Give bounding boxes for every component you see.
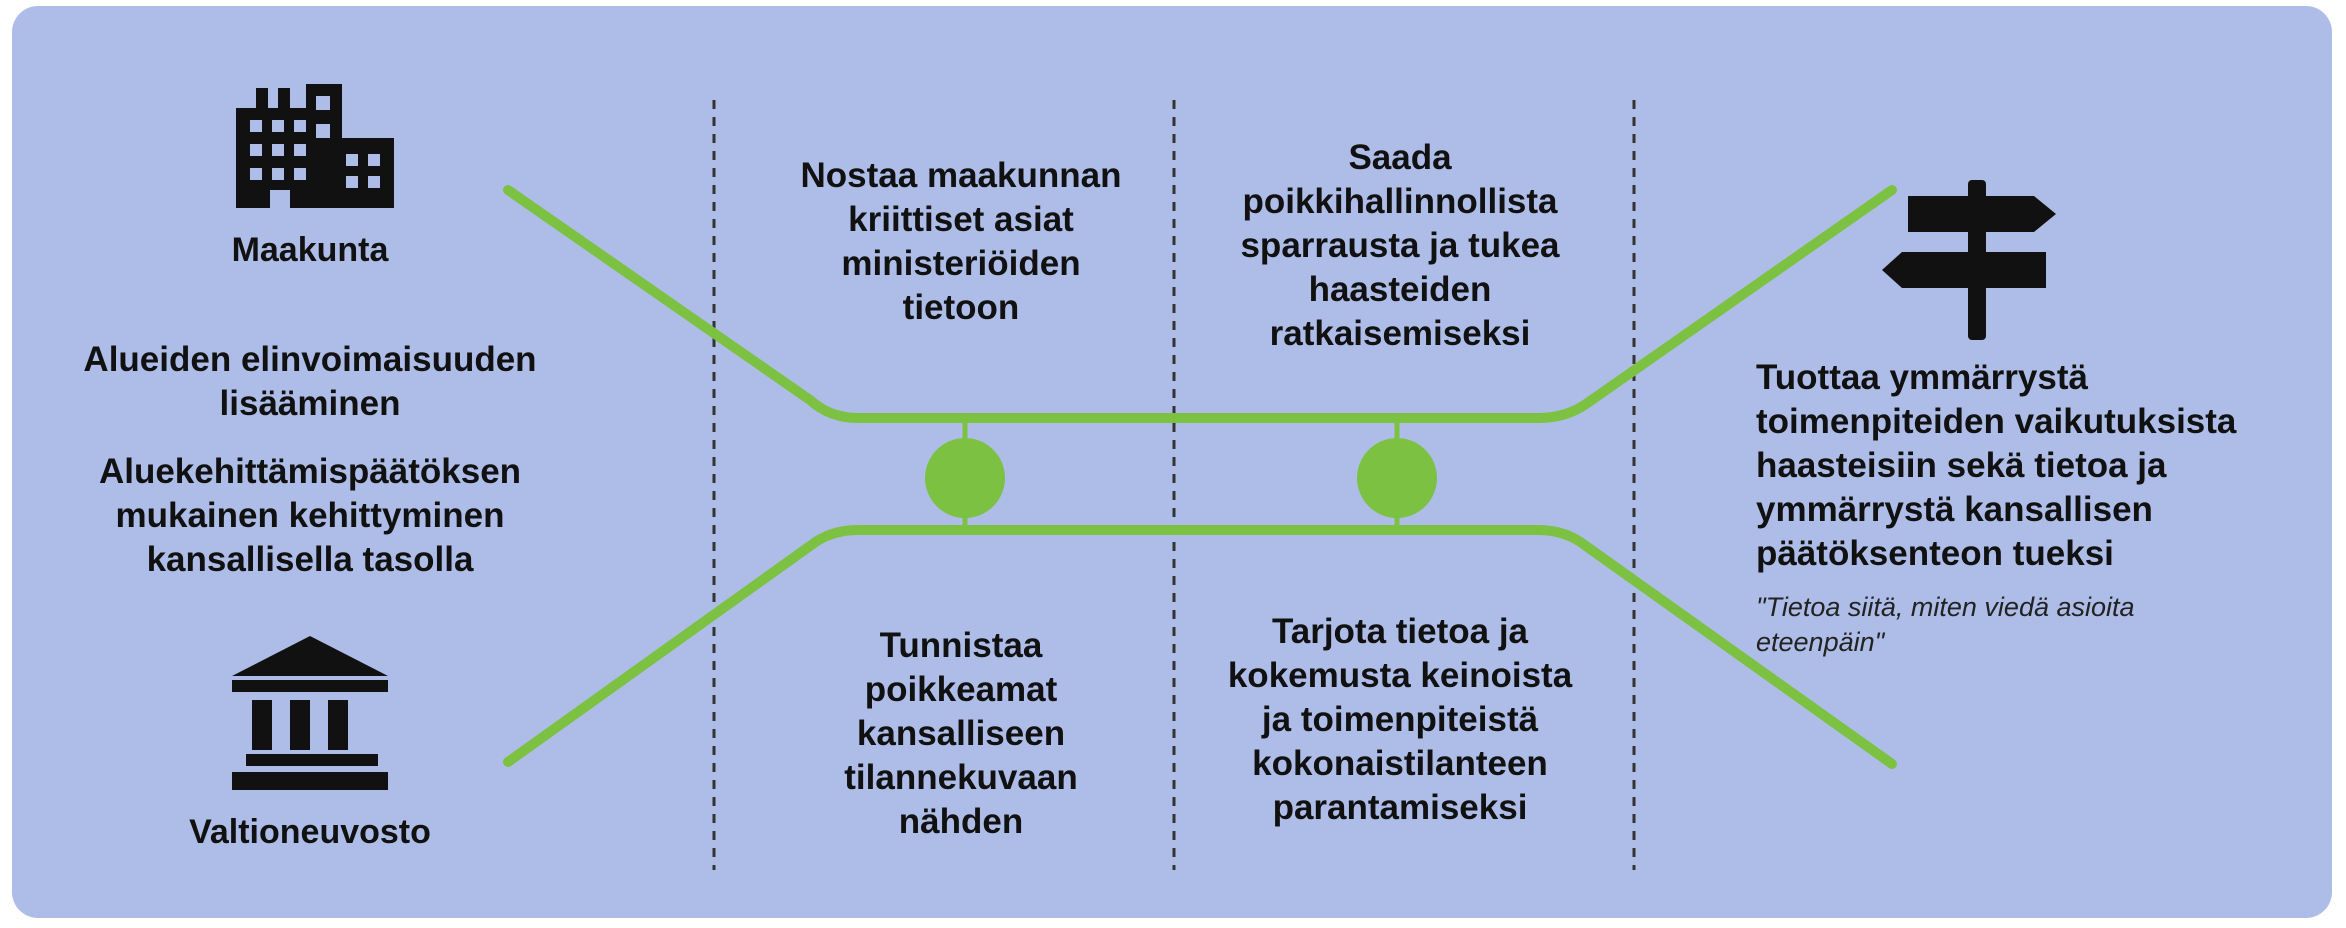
maakunta-label: Maakunta: [231, 231, 389, 269]
col2-bottom-text: Tarjota tietoa ja kokemusta keinoista ja…: [1227, 612, 1573, 827]
lower-channel-line: [503, 525, 1897, 769]
signpost-icon: [1882, 180, 2056, 340]
upper-channel-line: [503, 185, 1897, 423]
goal-regional-vitality: Alueiden elinvoimaisuuden lisääminen: [83, 340, 537, 423]
col1-bottom-text: Tunnistaa poikkeamat kansalliseen tilann…: [844, 626, 1078, 841]
diagram-panel: [12, 6, 2332, 918]
government-building-icon: [232, 636, 388, 790]
outcome-text: Tuottaa ymmärrystä toimenpiteiden vaikut…: [1756, 358, 2237, 573]
quote-text: "Tietoa siitä, miten viedä asioita eteen…: [1756, 592, 2135, 657]
col1-top-text: Nostaa maakunnan kriittiset asiat minist…: [800, 156, 1122, 327]
goal-regional-development: Aluekehittämispäätöksen mukainen kehitty…: [98, 452, 522, 579]
building-icon: [236, 84, 394, 208]
node-1: [925, 438, 1005, 518]
valtioneuvosto-label: Valtioneuvosto: [189, 813, 431, 851]
node-2: [1357, 438, 1437, 518]
col2-top-text: Saada poikkihallinnollista sparrausta ja…: [1240, 138, 1560, 353]
